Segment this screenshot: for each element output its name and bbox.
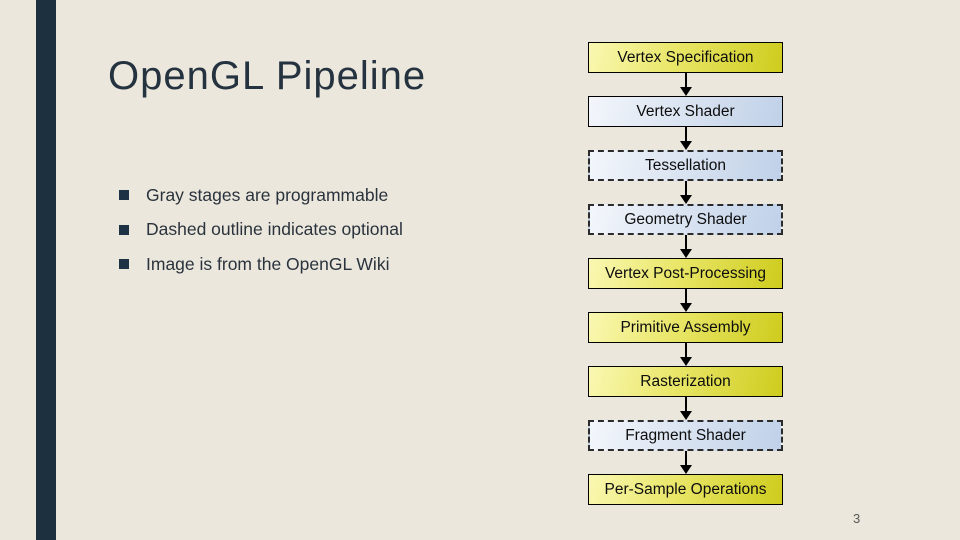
pipeline-stage: Per-Sample Operations [588, 474, 783, 505]
down-arrow-icon [588, 397, 783, 420]
stage-box: Primitive Assembly [588, 312, 783, 343]
pipeline-stage: Vertex Post-Processing [588, 258, 783, 312]
pipeline-stage: Primitive Assembly [588, 312, 783, 366]
stage-box: Vertex Specification [588, 42, 783, 73]
pipeline-diagram: Vertex Specification Vertex Shader Tesse… [588, 42, 783, 505]
down-arrow-icon [588, 343, 783, 366]
bullet-list: Gray stages are programmable Dashed outl… [119, 178, 403, 282]
stage-box: Tessellation [588, 150, 783, 181]
down-arrow-icon [588, 451, 783, 474]
bullet-item: Gray stages are programmable [119, 178, 403, 213]
stage-label: Per-Sample Operations [604, 480, 767, 498]
down-arrow-icon [588, 235, 783, 258]
pipeline-stage: Vertex Specification [588, 42, 783, 96]
stage-label: Geometry Shader [624, 210, 747, 228]
bullet-text: Image is from the OpenGL Wiki [146, 253, 390, 274]
stage-label: Vertex Shader [636, 102, 735, 120]
stage-box: Rasterization [588, 366, 783, 397]
page-number: 3 [853, 511, 861, 526]
down-arrow-icon [588, 289, 783, 312]
bullet-text: Gray stages are programmable [146, 184, 389, 205]
stage-box: Fragment Shader [588, 420, 783, 451]
slide-title: OpenGL Pipeline [108, 54, 427, 98]
bullet-square-icon [119, 259, 129, 270]
stage-box: Vertex Shader [588, 96, 783, 127]
down-arrow-icon [588, 73, 783, 96]
down-arrow-icon [588, 181, 783, 204]
stage-box: Vertex Post-Processing [588, 258, 783, 289]
down-arrow-icon [588, 127, 783, 150]
bullet-square-icon [119, 224, 129, 235]
bullet-text: Dashed outline indicates optional [146, 219, 403, 240]
pipeline-stage: Geometry Shader [588, 204, 783, 258]
pipeline-stage: Rasterization [588, 366, 783, 420]
stage-label: Vertex Specification [617, 48, 754, 66]
stage-label: Rasterization [640, 372, 731, 390]
stage-box: Per-Sample Operations [588, 474, 783, 505]
stage-label: Primitive Assembly [620, 318, 751, 336]
bullet-square-icon [119, 190, 129, 201]
pipeline-stage: Tessellation [588, 150, 783, 204]
stage-label: Vertex Post-Processing [604, 264, 767, 282]
pipeline-stage: Vertex Shader [588, 96, 783, 150]
stage-box: Geometry Shader [588, 204, 783, 235]
bullet-item: Dashed outline indicates optional [119, 213, 403, 248]
pipeline-stage: Fragment Shader [588, 420, 783, 474]
bullet-item: Image is from the OpenGL Wiki [119, 247, 403, 282]
stage-label: Fragment Shader [625, 426, 746, 444]
stage-label: Tessellation [645, 156, 726, 174]
accent-bar [36, 0, 56, 540]
